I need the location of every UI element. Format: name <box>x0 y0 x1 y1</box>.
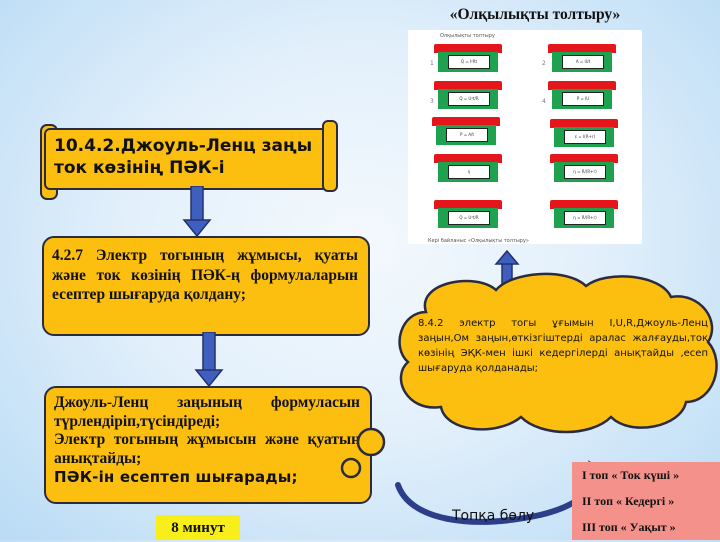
objective-line-2: ток көзінің ПӘК-і <box>54 158 225 178</box>
group-item-3: III топ « Уақыт » <box>582 520 676 534</box>
arrow-down-icon <box>182 186 212 238</box>
worksheet-title: «Олқылықты толтыру» <box>449 6 621 23</box>
worksheet-footer: Кері байланыс «Олқылықты толтыру» <box>428 238 529 244</box>
house-5: P = A/t <box>432 117 500 145</box>
criteria-line-1: Джоуль-Ленц заңының формуласын түрлендір… <box>54 394 360 430</box>
house-8: η = R/(R+r) <box>550 154 618 182</box>
house-num: 2 <box>542 60 546 67</box>
group-item-2: II топ « Кедергі » <box>582 494 675 508</box>
group-list: I топ « Ток күші » II топ « Кедергі » II… <box>572 462 720 540</box>
grouping-label: Топқа бөлу <box>452 508 535 524</box>
learning-goal-text: 4.2.7 Электр тогының жұмысы, қуаты және … <box>52 247 358 303</box>
house-3: Q = U²t/R <box>434 81 502 109</box>
house-10: η = R/(R+r) <box>550 200 618 228</box>
house-4: P = IU <box>548 81 616 109</box>
criteria-line-2: Электр тогының жұмысын және қуатын анықт… <box>54 431 360 467</box>
house-num: 4 <box>542 98 546 105</box>
success-criteria-text: Джоуль-Ленц заңының формуласын түрлендір… <box>54 394 360 487</box>
learning-goal-box <box>42 236 370 336</box>
objective-line-1: 10.4.2.Джоуль-Ленц заңы <box>54 136 313 156</box>
house-7: η <box>434 154 502 182</box>
house-2: A = IUt <box>548 44 616 72</box>
curved-arrow-icon <box>395 460 600 525</box>
house-num: 3 <box>430 98 434 105</box>
criteria-line-3: ПӘК-ін есептеп шығарады; <box>54 468 298 486</box>
thought-bubbles <box>340 427 386 479</box>
worksheet-header: Олқылықты толтыру <box>440 33 495 39</box>
house-6: ε = I(R+r) <box>550 119 618 147</box>
objective-banner-text: 10.4.2.Джоуль-Ленц заңы ток көзінің ПӘК-… <box>54 135 326 179</box>
house-9: Q = U²t/R <box>434 200 502 228</box>
cloud-text: 8.4.2 электр тогы ұғымын I,U,R,Джоуль-Ле… <box>418 318 708 374</box>
house-1: Q = I²Rt <box>434 44 502 72</box>
time-badge: 8 минут <box>156 515 240 540</box>
group-item-1: I топ « Ток күші » <box>582 468 680 482</box>
cloud-shape <box>398 272 718 434</box>
scroll-curl-right <box>322 120 338 192</box>
house-num: 1 <box>430 60 434 67</box>
arrow-down-icon <box>194 332 224 388</box>
objective-banner <box>44 128 334 190</box>
